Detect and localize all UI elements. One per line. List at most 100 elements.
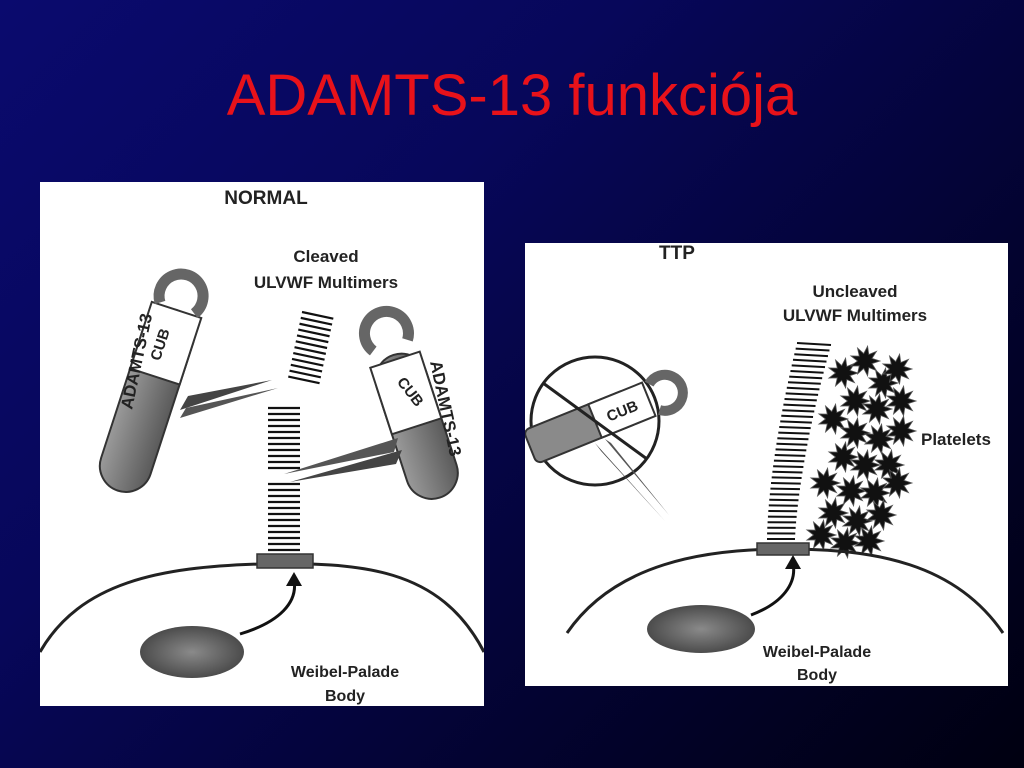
multimer-rung [298, 328, 330, 338]
uncleaved-multimer-ladder [767, 342, 832, 540]
platelet [809, 466, 842, 500]
blade-right-1 [290, 450, 402, 482]
slide-title: ADAMTS-13 funkciója [226, 63, 798, 128]
platelet [863, 422, 896, 456]
claw-left [153, 268, 209, 318]
multimer-rung [791, 364, 826, 369]
multimer-rung [794, 353, 829, 358]
blade-right-2 [284, 438, 398, 474]
multimer-rung [290, 363, 323, 373]
platelet [861, 392, 894, 426]
membrane-anchor [256, 553, 314, 569]
multimer-rung [780, 420, 812, 424]
ttp-panel: TTP Uncleaved ULVWF Multimers Platelets … [524, 243, 1008, 686]
adamts13-enzyme-left: CUB [98, 268, 209, 493]
ttp-membrane-anchor [756, 542, 810, 556]
weibel-palade-body [140, 626, 244, 678]
adamts13-enzyme-right: CUB [358, 305, 459, 500]
platelet [885, 414, 918, 448]
prohibition-circle [529, 355, 661, 487]
claw-right [358, 305, 414, 356]
multimer-rung [773, 459, 805, 463]
ttp-weibel-palade-body [647, 605, 755, 653]
platelet [881, 352, 914, 386]
multimer-rung [771, 476, 802, 480]
multimer-rung [301, 310, 334, 320]
multimer-rung [775, 448, 807, 452]
normal-body-label-2: Body [325, 688, 365, 705]
multimer-rung [294, 346, 327, 355]
multimer-rung [786, 386, 820, 391]
multimer-rung [790, 370, 824, 374]
multimer-rung [299, 322, 332, 332]
platelet [859, 476, 892, 510]
secretion-arrow [239, 579, 297, 636]
platelet [841, 504, 874, 538]
prohibition-slash [542, 381, 648, 461]
cleaved-fragment-top [288, 310, 334, 385]
ttp-secretion-arrowhead [785, 555, 801, 569]
platelet [817, 402, 850, 436]
multimer-rung [796, 342, 832, 346]
multimer-rung [781, 414, 814, 419]
platelet [865, 498, 898, 532]
platelet [805, 518, 838, 552]
platelet [835, 474, 868, 508]
multimer-rung [770, 487, 800, 491]
multimer-rung [774, 454, 806, 457]
multimer-rung [792, 358, 827, 363]
platelet [873, 448, 906, 482]
platelet [849, 448, 882, 482]
blade-left-2 [180, 388, 278, 418]
multimer-rung [296, 334, 329, 344]
ttp-body-label-1: Weibel-Palade [763, 644, 871, 661]
normal-multimer-label-1: Cleaved [293, 247, 358, 266]
platelet [829, 526, 862, 560]
cell-membrane [38, 562, 486, 653]
ttp-multimer-label-1: Uncleaved [812, 282, 897, 301]
platelet [885, 384, 918, 418]
blade-left-1 [180, 380, 272, 410]
platelet [849, 344, 882, 378]
multimer-rung [295, 340, 328, 350]
multimer-rung [771, 482, 801, 485]
multimer-ladder [268, 406, 300, 552]
platelet [839, 384, 872, 418]
multimer-rung [785, 392, 819, 396]
platelet [817, 496, 850, 530]
platelet [881, 466, 914, 500]
inhibited-enzyme: CUB [524, 355, 688, 521]
normal-panel: NORMAL Cleaved ULVWF Multimers CUB ADAMT… [38, 182, 486, 706]
platelet [839, 416, 872, 450]
multimer-rung [772, 470, 803, 474]
secretion-arrowhead [286, 572, 302, 586]
platelet-cluster [805, 344, 918, 560]
ttp-body-label-2: Body [797, 667, 837, 684]
normal-multimer-label-2: ULVWF Multimers [254, 273, 398, 292]
multimer-rung [289, 369, 322, 379]
ttp-secretion-arrow [750, 562, 796, 617]
ttp-heading: TTP [659, 243, 695, 264]
ttp-diagram: TTP Uncleaved ULVWF Multimers Platelets … [524, 243, 1005, 684]
normal-body-label-1: Weibel-Palade [291, 664, 399, 681]
multimer-rung [776, 442, 808, 446]
multimer-rung [288, 375, 320, 385]
platelets-label: Platelets [921, 430, 991, 449]
platelet [827, 356, 860, 390]
multimer-rung [291, 357, 324, 367]
multimer-rung [784, 398, 817, 402]
multimer-rung [778, 431, 810, 435]
normal-heading: NORMAL [224, 188, 308, 209]
ttp-multimer-label-2: ULVWF Multimers [783, 306, 927, 325]
multimer-rung [783, 403, 816, 407]
multimer-rung [787, 381, 821, 385]
multimer-rung [300, 316, 333, 326]
normal-diagram: NORMAL Cleaved ULVWF Multimers CUB ADAMT… [38, 188, 486, 705]
multimer-rung [779, 426, 811, 430]
platelet [853, 524, 886, 558]
multimer-rung [293, 352, 325, 361]
multimer-rung [773, 465, 804, 468]
multimer-rung [777, 437, 809, 441]
multimer-rung [782, 409, 815, 413]
multimer-rung [795, 347, 830, 352]
